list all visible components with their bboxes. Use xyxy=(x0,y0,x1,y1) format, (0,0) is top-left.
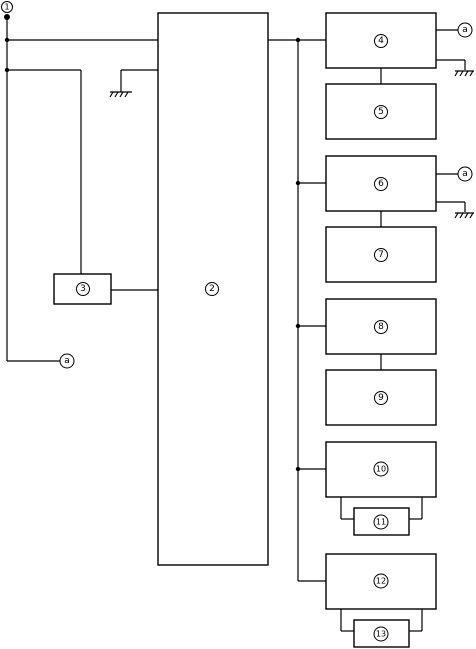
unit-4-label: 4 xyxy=(378,36,384,46)
unit-12-label: 12 xyxy=(376,577,386,586)
terminal-1-label: 1 xyxy=(4,3,9,12)
unit-8: 8 xyxy=(325,298,437,355)
terminal-1: 1 xyxy=(1,1,13,13)
unit-9: 9 xyxy=(325,369,437,426)
unit-12: 12 xyxy=(325,553,437,610)
ground-symbol-unit-2 xyxy=(109,91,132,98)
connector-a-left: a xyxy=(59,353,75,369)
connector-a-unit-4: a xyxy=(457,22,473,38)
unit-10-label: 10 xyxy=(376,465,386,474)
unit-6-label: 6 xyxy=(378,179,384,189)
unit-8-label: 8 xyxy=(378,322,384,332)
connector-a-unit-6: a xyxy=(457,166,473,182)
unit-4: 4 xyxy=(325,12,437,69)
unit-2: 2 xyxy=(157,12,269,566)
unit-10: 10 xyxy=(325,441,437,498)
unit-6: 6 xyxy=(325,155,437,212)
unit-11-label: 11 xyxy=(376,518,386,527)
unit-13-label: 13 xyxy=(376,630,386,639)
junction-dots xyxy=(4,14,301,472)
connector-a-left-label: a xyxy=(64,356,70,366)
unit-13: 13 xyxy=(353,619,410,648)
unit-5-label: 5 xyxy=(378,107,384,117)
unit-3-label: 3 xyxy=(80,284,86,294)
unit-7: 7 xyxy=(325,226,437,283)
unit-11: 11 xyxy=(353,507,410,536)
unit-7-label: 7 xyxy=(378,250,384,260)
ground-symbol-unit-6 xyxy=(454,212,474,219)
unit-9-label: 9 xyxy=(378,393,384,403)
connector-a-unit-4-label: a xyxy=(462,25,468,35)
unit-2-label: 2 xyxy=(209,284,215,294)
ground-symbol-unit-4 xyxy=(454,70,474,77)
connector-a-unit-6-label: a xyxy=(462,169,468,179)
unit-3: 3 xyxy=(53,273,112,305)
wiring-lines xyxy=(6,17,466,632)
unit-5: 5 xyxy=(325,83,437,140)
